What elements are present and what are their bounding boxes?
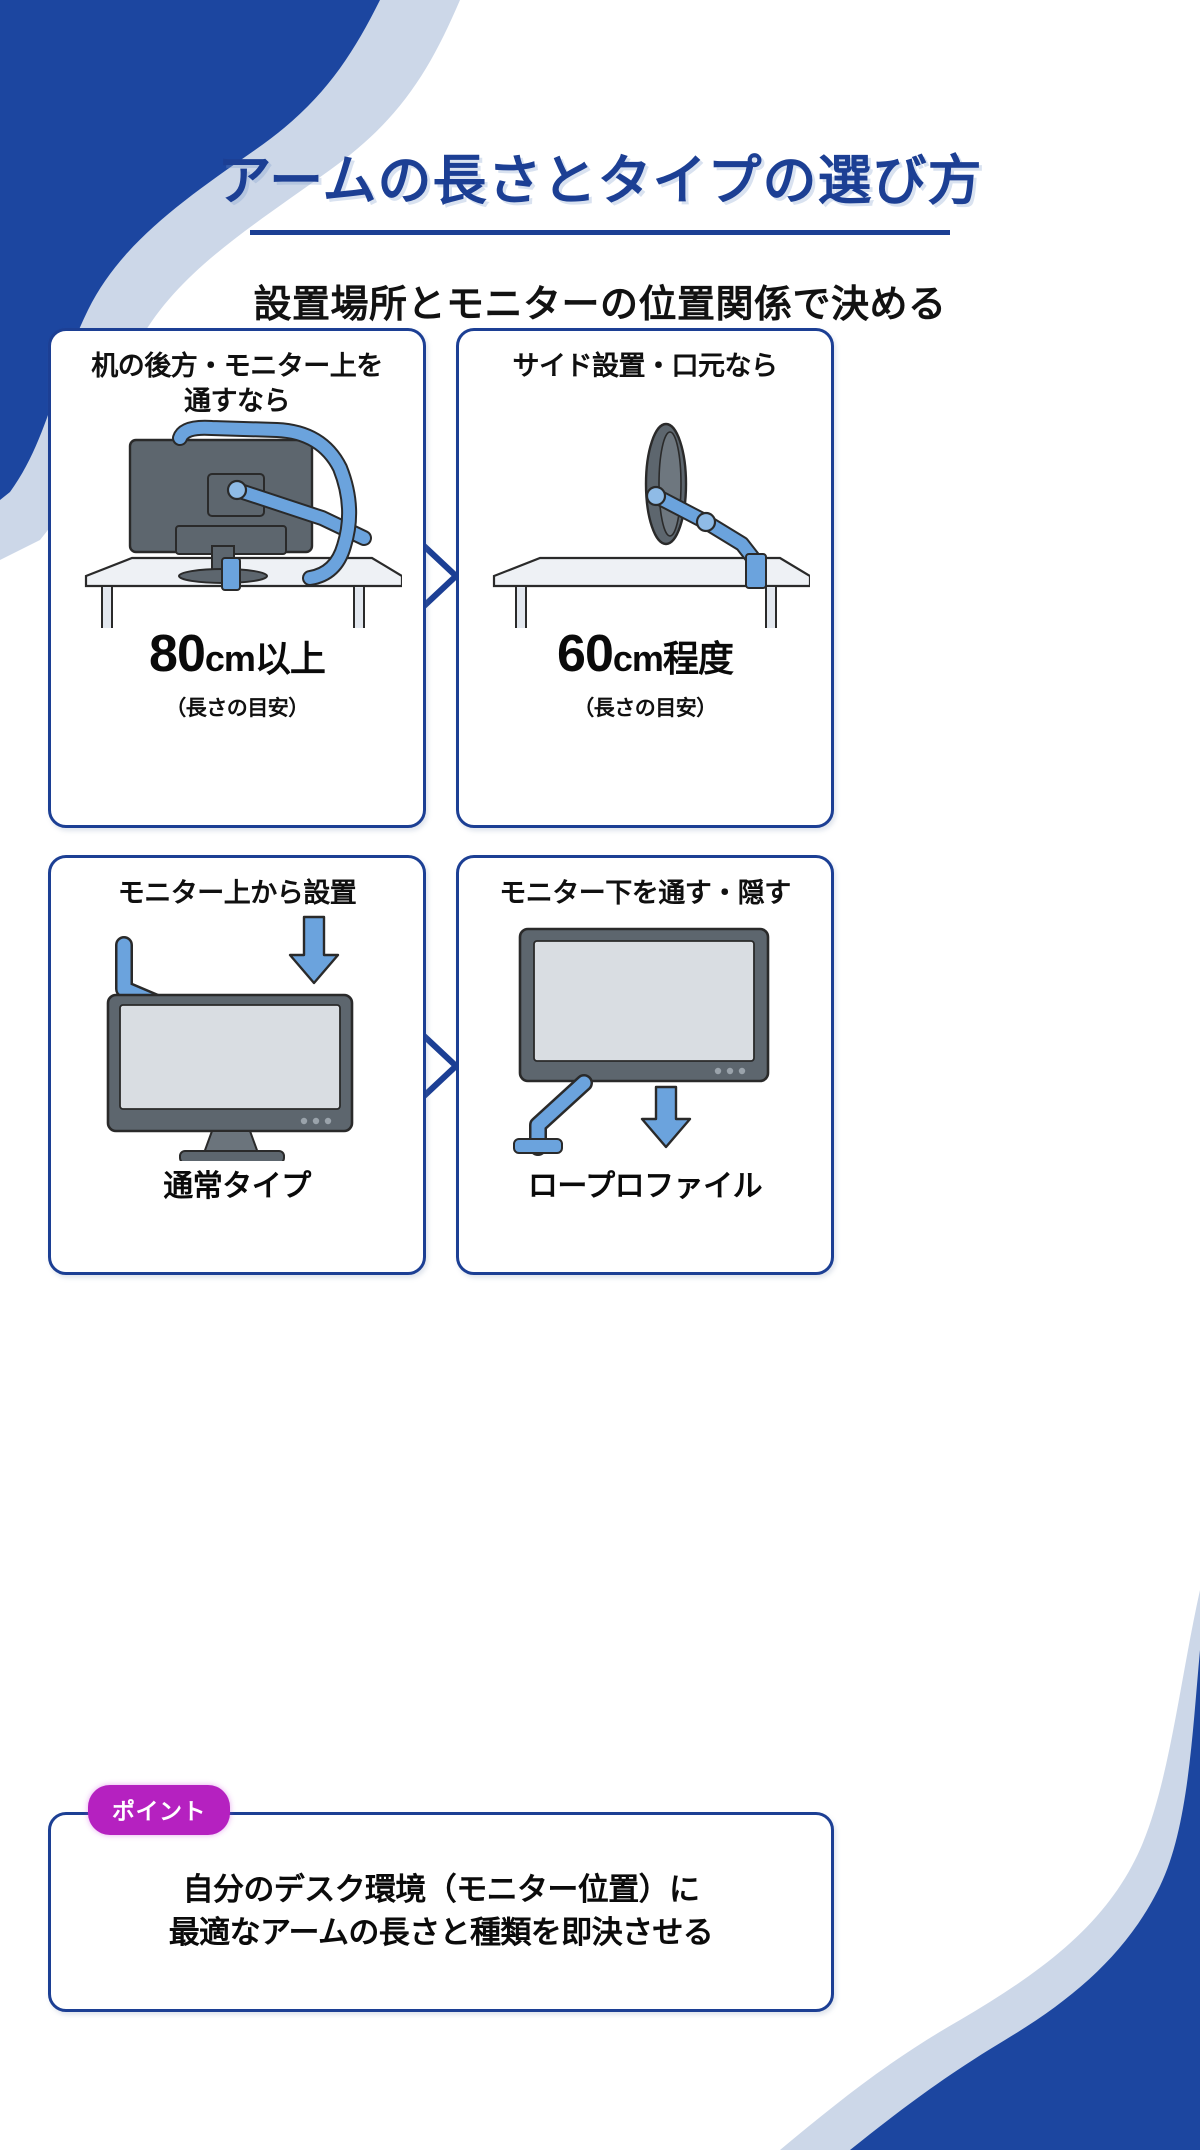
card-desk-rear[interactable]: 机の後方・モニター上を 通すなら bbox=[48, 328, 426, 828]
value-unit: cm以上 bbox=[204, 638, 326, 680]
figure-monitor-front-arm-from-top bbox=[51, 911, 423, 1161]
figure-monitor-front-arm-from-bottom bbox=[459, 911, 831, 1161]
point-line: 自分のデスク環境（モニター位置）に bbox=[182, 1872, 700, 1908]
figure-monitor-side-with-short-arm bbox=[459, 418, 831, 628]
card-over-monitor[interactable]: モニター上から設置 通常タイプ bbox=[48, 855, 426, 1275]
value-number: 80 bbox=[149, 625, 206, 684]
decorative-blob-bottom-right bbox=[780, 1590, 1200, 2150]
page-subtitle: 設置場所とモニターの位置関係で決める bbox=[253, 284, 947, 327]
illustration bbox=[84, 419, 402, 629]
card-caption: （長さの目安） bbox=[573, 696, 717, 720]
point-badge: ポイント bbox=[88, 1785, 230, 1835]
illustration bbox=[492, 422, 810, 628]
header: アームの長さとタイプの選び方 設置場所とモニターの位置関係で決める bbox=[0, 150, 1200, 328]
card-title: モニター下を通す・隠す bbox=[459, 858, 831, 911]
card-value: 60cm程度 bbox=[459, 628, 831, 680]
card-title-line: 通すなら bbox=[184, 385, 291, 416]
point-line: 最適なアームの長さと種類を即決させる bbox=[168, 1915, 714, 1950]
card-title: サイド設置・口元なら bbox=[459, 331, 831, 418]
card-title-line: モニター下を通す・隠す bbox=[499, 878, 791, 908]
card-title-line: 机の後方・モニター上を bbox=[91, 351, 383, 381]
page-title: アームの長さとタイプの選び方 bbox=[217, 151, 983, 211]
card-title: モニター上から設置 bbox=[51, 858, 423, 911]
point-box: 自分のデスク環境（モニター位置）に 最適なアームの長さと種類を即決させる bbox=[48, 1812, 834, 2012]
card-side-mount[interactable]: サイド設置・口元なら 60cm程度 （長さの目安） bbox=[456, 328, 834, 828]
card-title-line: モニター上から設置 bbox=[117, 878, 357, 908]
illustration bbox=[106, 915, 354, 1161]
value-unit: cm程度 bbox=[612, 637, 734, 679]
figure-monitor-rear-with-long-arm bbox=[51, 418, 423, 629]
illustration bbox=[513, 927, 770, 1156]
card-caption: （長さの目安） bbox=[165, 697, 309, 721]
card-value: 80cm以上 bbox=[51, 628, 423, 680]
card-label: ロープロファイル bbox=[527, 1169, 763, 1203]
card-title-line: サイド設置・口元なら bbox=[512, 351, 779, 381]
card-title: 机の後方・モニター上を 通すなら bbox=[51, 331, 423, 418]
title-underline bbox=[250, 230, 950, 236]
card-label: 通常タイプ bbox=[163, 1169, 311, 1203]
value-number: 60 bbox=[557, 624, 614, 683]
card-under-monitor[interactable]: モニター下を通す・隠す ロープロファイル bbox=[456, 855, 834, 1275]
